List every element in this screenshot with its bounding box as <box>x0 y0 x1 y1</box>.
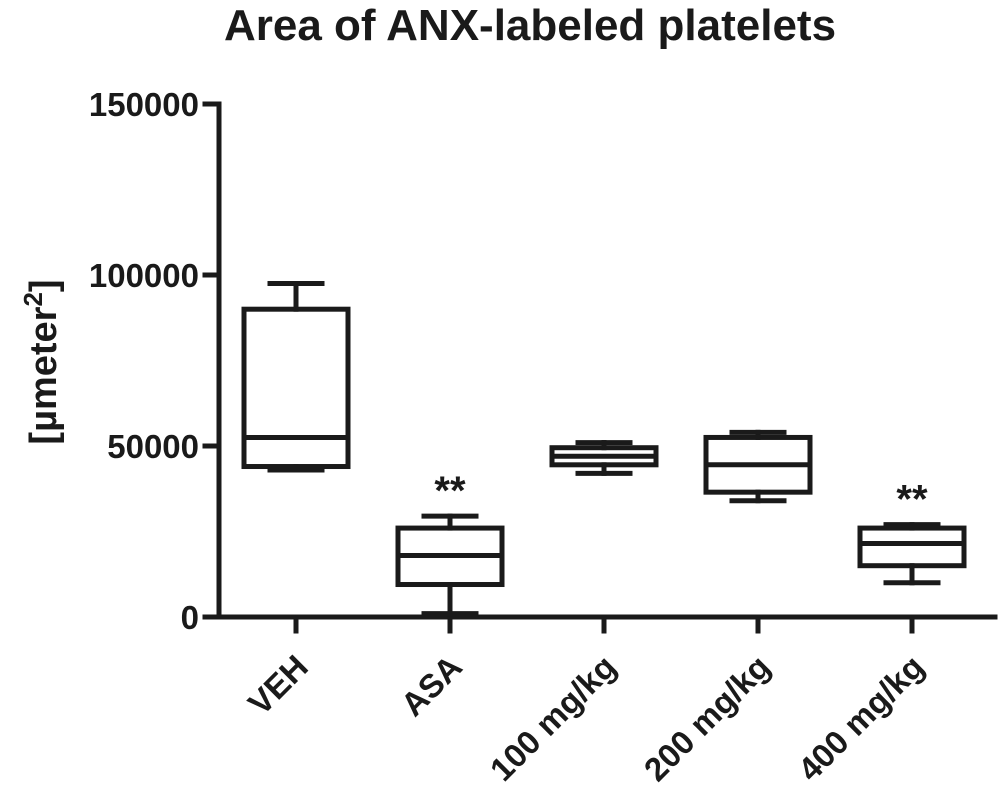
box-plot <box>549 440 659 476</box>
box-plot <box>241 281 351 473</box>
y-axis-label-suffix: ] <box>23 279 65 292</box>
box-plots: ** ** <box>241 281 967 617</box>
y-tick-label: 0 <box>181 599 199 636</box>
axes: 0 50000 100000 150000 <box>89 86 998 636</box>
y-axis-label-prefix: [µmeter <box>23 306 65 444</box>
y-tick-label: 150000 <box>89 86 199 123</box>
box-plot: ** <box>395 469 505 617</box>
significance-marker: ** <box>896 478 928 522</box>
chart-title: Area of ANX-labeled platelets <box>224 1 836 50</box>
box-iqr <box>857 525 967 569</box>
box-plot: ** <box>857 478 967 586</box>
category-label: 100 mg/kg <box>483 648 623 788</box>
y-axis-label: [µmeter2] <box>18 279 65 444</box>
box-iqr <box>241 306 351 470</box>
y-tick-label: 50000 <box>107 428 199 465</box>
category-label: 200 mg/kg <box>637 648 777 788</box>
category-label: 400 mg/kg <box>791 648 931 788</box>
y-axis-label-superscript: 2 <box>18 292 48 306</box>
y-tick-label: 100000 <box>89 257 199 294</box>
box-plot <box>703 429 813 504</box>
category-label: ASA <box>394 648 469 723</box>
category-label: VEH <box>241 648 315 722</box>
significance-marker: ** <box>434 469 466 513</box>
